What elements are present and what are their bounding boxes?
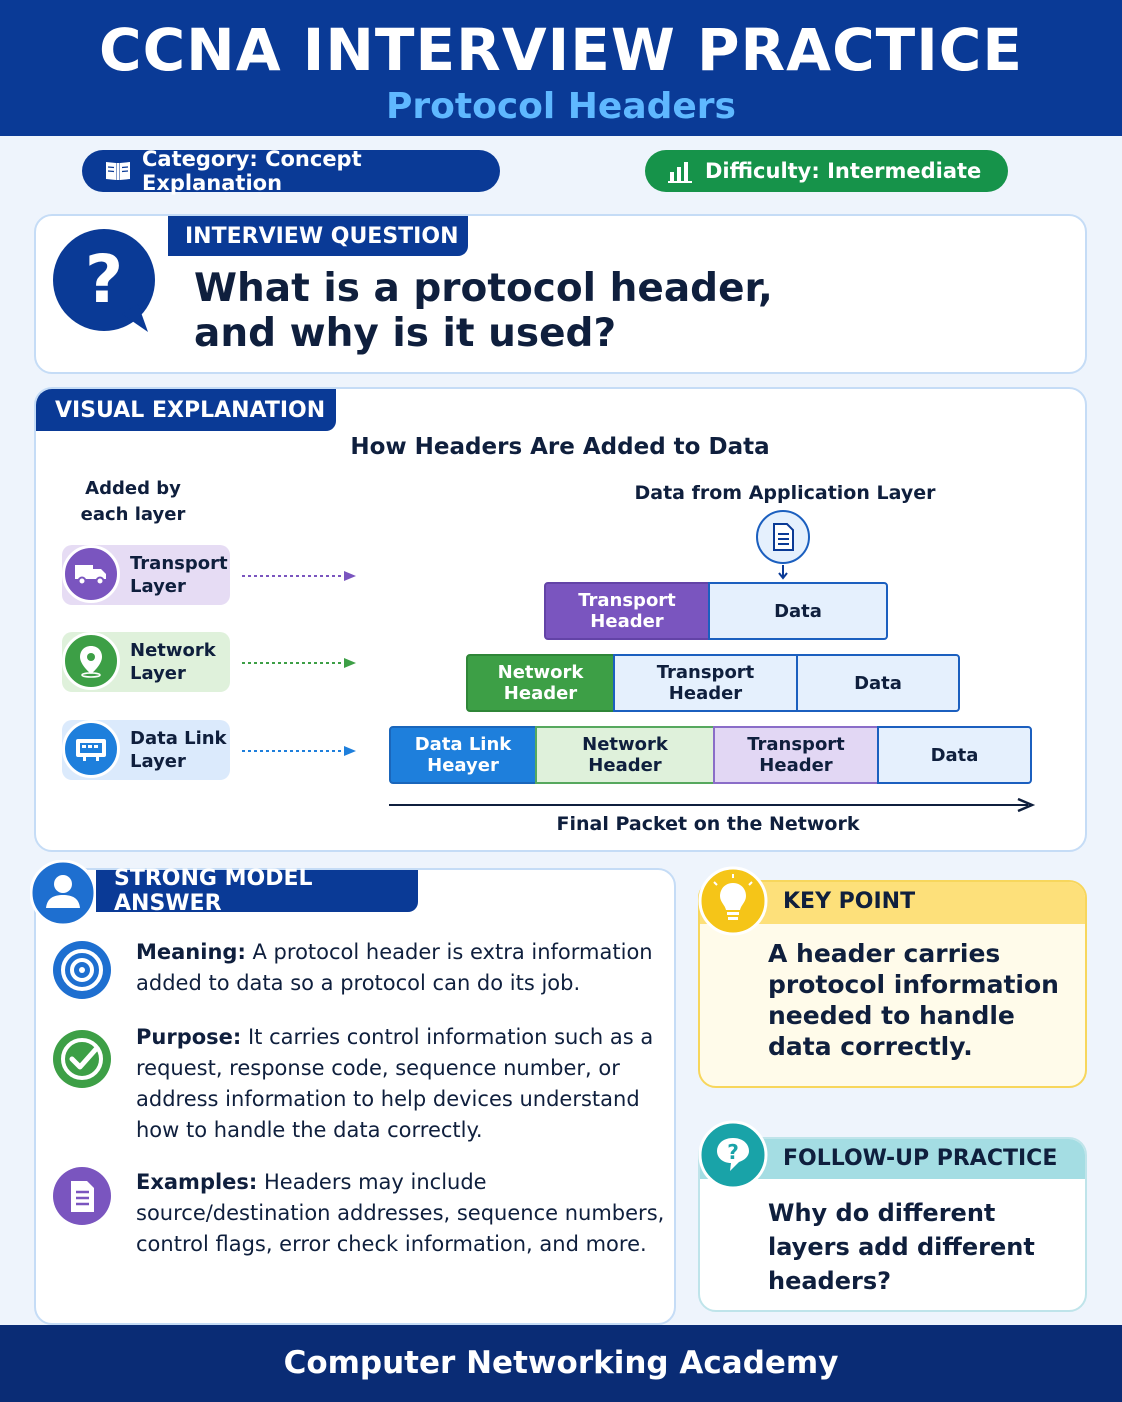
network-layer-line-1: Network — [130, 640, 216, 661]
row1-data: Data — [708, 582, 888, 640]
page-header: CCNA INTERVIEW PRACTICE Protocol Headers — [0, 0, 1122, 136]
page-title: CCNA INTERVIEW PRACTICE — [99, 16, 1023, 84]
transport-layer-text: Transport Layer — [130, 552, 228, 598]
row2-network-header-line-1: Network — [497, 662, 584, 683]
data-link-layer-label: Data Link Layer — [62, 720, 230, 780]
question-bubble-icon: ? — [53, 229, 155, 332]
answer-card — [34, 868, 676, 1325]
row2-transport-header-line-2: Header — [668, 683, 743, 704]
data-link-dotted-arrow — [242, 746, 356, 756]
answer-meaning-text: A protocol header is extra information a… — [136, 940, 653, 995]
follow-up-text: Why do different layers add different he… — [768, 1199, 1035, 1295]
lightbulb-icon — [698, 866, 768, 936]
added-by-line-1: Added by — [85, 478, 181, 499]
network-dotted-arrow — [242, 658, 356, 668]
row3-data-link-header-line-1: Data Link — [414, 734, 512, 755]
book-icon — [106, 162, 130, 180]
svg-text:?: ? — [85, 241, 123, 318]
visual-title: How Headers Are Added to Data — [350, 434, 770, 460]
bar-chart-icon — [668, 162, 692, 183]
target-icon — [53, 941, 111, 999]
document-list-icon — [53, 1167, 111, 1225]
page-subtitle: Protocol Headers — [386, 86, 736, 127]
answer-examples-label: Examples: — [136, 1170, 258, 1194]
row3-data: Data — [877, 726, 1032, 784]
network-card-icon — [62, 720, 120, 778]
answer-meaning-label: Meaning: — [136, 940, 246, 964]
row1-transport-header-line-1: Transport — [578, 590, 676, 611]
difficulty-badge: Difficulty: Intermediate — [645, 150, 1008, 192]
answer-examples-text: Headers may include source/destination a… — [136, 1170, 665, 1256]
added-by-label: Added by each layer — [58, 476, 208, 528]
question-line-1: What is a protocol header, — [194, 266, 773, 311]
question-chat-icon: ? — [698, 1120, 768, 1190]
footer: Computer Networking Academy — [0, 1325, 1122, 1402]
network-layer-label: Network Layer — [62, 632, 230, 692]
application-data-label: Data from Application Layer — [634, 482, 936, 504]
follow-up-title: FOLLOW-UP PRACTICE — [783, 1146, 1058, 1171]
question-text: What is a protocol header, and why is it… — [194, 266, 994, 356]
data-link-layer-text: Data Link Layer — [130, 727, 227, 773]
user-icon — [30, 860, 97, 927]
transport-dotted-arrow — [242, 571, 356, 581]
transport-layer-line-2: Layer — [130, 576, 186, 597]
network-layer-text: Network Layer — [130, 639, 216, 685]
document-icon — [756, 510, 810, 580]
svg-text:?: ? — [727, 1140, 739, 1164]
answer-purpose-text: It carries control information such as a… — [136, 1025, 654, 1142]
data-link-layer-line-2: Layer — [130, 751, 186, 772]
row3-network-header-line-1: Network — [582, 734, 668, 755]
category-label: Category: Concept Explanation — [142, 147, 362, 195]
network-layer-line-2: Layer — [130, 663, 186, 684]
row3-transport-header-line-1: Transport — [747, 734, 845, 755]
row2-transport-header-line-1: Transport — [656, 662, 755, 683]
row2-network-header-line-2: Header — [503, 683, 578, 704]
key-point-text: A header carries protocol information ne… — [768, 939, 1059, 1061]
category-badge: Category: Concept Explanation — [82, 147, 500, 195]
final-packet-arrow — [389, 797, 1036, 813]
answer-meaning: Meaning: A protocol header is extra info… — [136, 937, 666, 999]
row3-data-link-header-line-2: Heayer — [427, 755, 499, 776]
data-link-layer-line-1: Data Link — [130, 728, 227, 749]
row3-transport-header-line-2: Header — [759, 755, 833, 776]
question-line-2: and why is it used? — [194, 311, 617, 356]
answer-examples: Examples: Headers may include source/des… — [136, 1167, 666, 1260]
added-by-line-2: each layer — [80, 504, 186, 525]
answer-purpose: Purpose: It carries control information … — [136, 1022, 666, 1146]
difficulty-label: Difficulty: Intermediate — [705, 159, 982, 183]
check-circle-icon — [53, 1030, 111, 1088]
transport-layer-label: Transport Layer — [62, 545, 230, 605]
answer-tag: STRONG MODEL ANSWER — [96, 866, 418, 916]
transport-layer-line-1: Transport — [130, 553, 228, 574]
row1-transport-header-line-2: Header — [590, 611, 664, 632]
truck-icon — [62, 545, 120, 603]
visual-tag: VISUAL EXPLANATION — [36, 389, 336, 431]
answer-purpose-label: Purpose: — [136, 1025, 242, 1049]
final-packet-label: Final Packet on the Network — [556, 813, 860, 835]
row3-network-header-line-2: Header — [588, 755, 662, 776]
key-point-title: KEY POINT — [783, 889, 916, 914]
question-tag: INTERVIEW QUESTION — [168, 216, 468, 256]
row2-data: Data — [796, 654, 960, 712]
location-pin-icon — [62, 632, 120, 690]
